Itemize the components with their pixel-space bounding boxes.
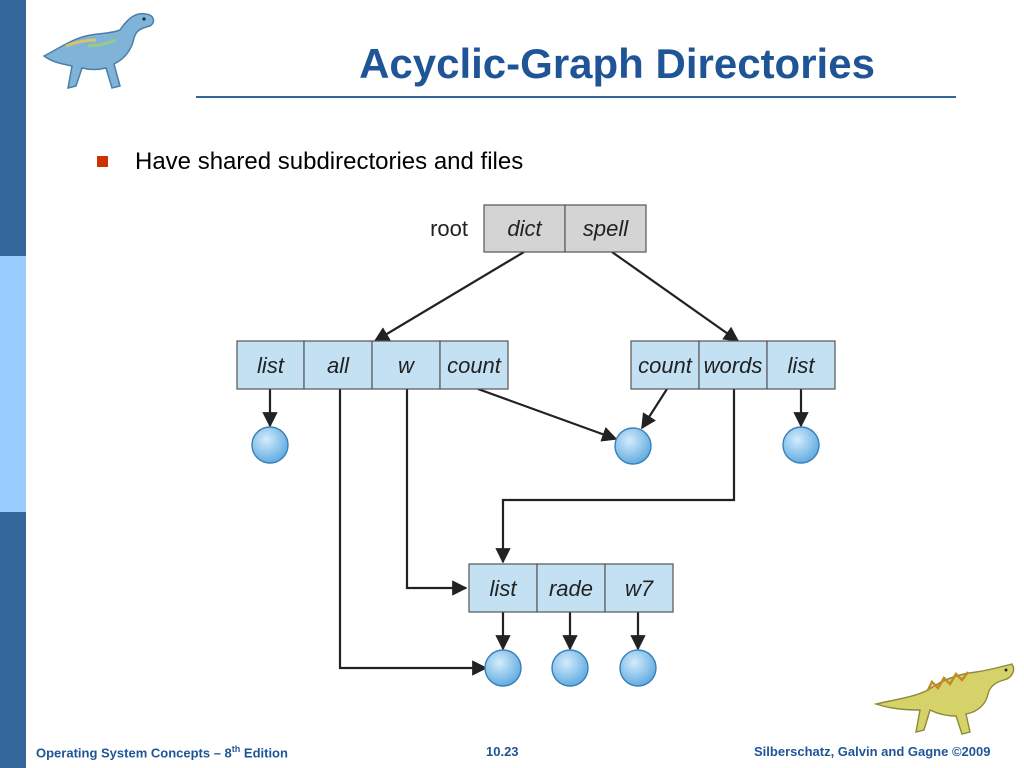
dict-cell-list: list (257, 353, 285, 378)
edge-spell-count-to-shared-file (641, 388, 668, 430)
file-node (251, 426, 289, 464)
dict-directory (236, 340, 509, 390)
spell-cell-list: list (788, 353, 816, 378)
sub-cell-rade: rade (549, 576, 593, 601)
footer-page-number: 10.23 (486, 744, 519, 759)
footer-authors: Silberschatz, Galvin and Gagne ©2009 (754, 744, 991, 759)
footer-book-title-prefix: Operating System Concepts – 8 (36, 745, 232, 761)
spell-cell-count: count (638, 353, 693, 378)
footer-book-title-suffix: Edition (240, 745, 288, 761)
spell-cell-words: words (704, 353, 763, 378)
sub-cell-w7: w7 (625, 576, 654, 601)
bullet-square-icon (97, 156, 108, 167)
file-node (619, 649, 657, 687)
spell-directory (630, 340, 836, 390)
edge-words-to-sub-dir (495, 389, 736, 564)
footer-book-title: Operating System Concepts – 8th Edition (36, 744, 288, 760)
file-node (782, 426, 820, 464)
edge-spell-to-spell-dir (611, 251, 740, 342)
file-node-shared (614, 427, 652, 465)
side-band-top (0, 0, 26, 256)
root-directory (483, 204, 647, 253)
dict-cell-w: w (398, 353, 416, 378)
edge-all-to-shared-file (338, 389, 488, 676)
side-band-middle (0, 256, 26, 512)
edge-w-to-sub-dir (405, 389, 468, 596)
shared-sub-directory (468, 563, 674, 613)
dinosaur-logo-icon (42, 12, 155, 90)
file-node-shared (484, 649, 522, 687)
edge-dict-to-dict-dir (373, 251, 525, 342)
root-cell-dict: dict (507, 216, 542, 241)
footer-book-title-sup: th (231, 744, 241, 754)
side-band-bottom (0, 512, 26, 768)
dict-cell-all: all (327, 353, 350, 378)
dinosaur-footer-icon (873, 663, 1015, 735)
file-node (551, 649, 589, 687)
bullet-text: Have shared subdirectories and files (135, 148, 524, 175)
title-underline (196, 96, 956, 98)
sub-cell-list: list (490, 576, 518, 601)
edge-count-to-shared-file (477, 387, 618, 442)
root-cell-spell: spell (583, 216, 629, 241)
dict-cell-count: count (447, 353, 502, 378)
root-label: root (430, 216, 468, 241)
slide-title: Acyclic-Graph Directories (359, 40, 875, 87)
